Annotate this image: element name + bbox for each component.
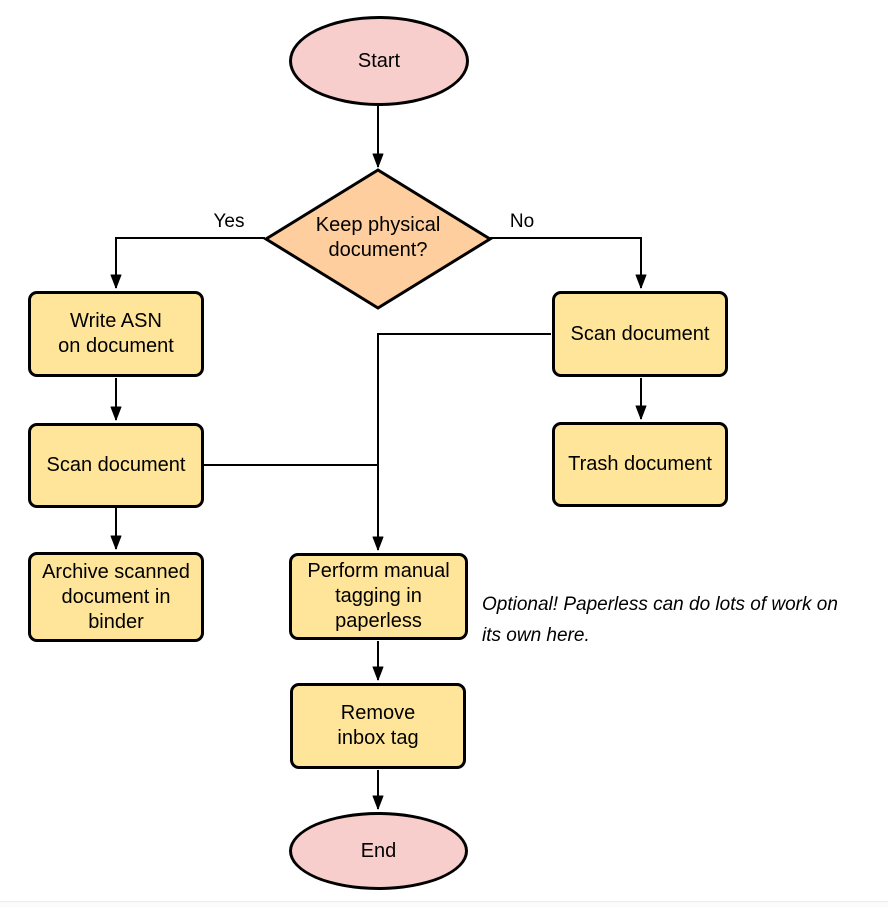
node-decision: Keep physical document?	[286, 206, 470, 270]
edge-decision-no-to-scan-right	[490, 237, 647, 289]
bottom-divider	[0, 901, 888, 907]
node-label: Write ASN on document	[58, 310, 174, 357]
node-remove-inbox-tag: Remove inbox tag	[290, 683, 466, 769]
node-archive-binder: Archive scanned document in binder	[28, 552, 204, 642]
node-label: Start	[357, 49, 401, 72]
node-label: Archive scanned document in binder	[42, 560, 190, 633]
node-label: Trash document	[568, 453, 712, 475]
node-label: End	[360, 839, 397, 862]
node-label: Remove inbox tag	[337, 702, 419, 749]
node-manual-tagging: Perform manual tagging in paperless	[289, 553, 468, 640]
node-label: Scan document	[46, 454, 186, 476]
edge-label-yes: Yes	[213, 211, 245, 232]
node-scan-document-right: Scan document	[552, 291, 728, 377]
annotation-optional-note: Optional! Paperless can do lots of work …	[482, 594, 838, 646]
node-write-asn: Write ASN on document	[28, 291, 204, 377]
node-end: End	[289, 812, 468, 890]
node-decision-shape	[263, 168, 493, 310]
edge-label-no: No	[509, 211, 535, 232]
node-label: Perform manual tagging in paperless	[307, 560, 450, 632]
node-start: Start	[289, 16, 469, 106]
node-label: Scan document	[570, 322, 710, 345]
node-trash-document: Trash document	[552, 422, 728, 507]
edge-decision-yes-to-write-asn	[110, 237, 265, 289]
edge-scan-right-to-tagging	[372, 333, 551, 551]
node-label: Keep physical document?	[315, 214, 441, 261]
node-scan-document-left: Scan document	[28, 423, 204, 508]
